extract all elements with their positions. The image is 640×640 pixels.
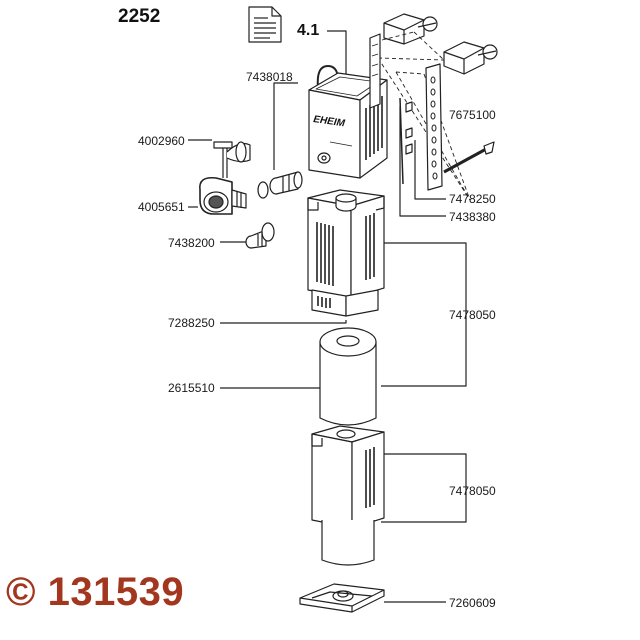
upper-filter-housing (307, 189, 385, 317)
part-label-7438200: 7438200 (168, 236, 215, 250)
part-label-7438018: 7438018 (246, 70, 293, 84)
nozzle-part (245, 222, 275, 249)
section-number: 4.1 (297, 22, 320, 39)
part-label-7478250: 7478250 (449, 192, 496, 206)
mounting-screw (443, 141, 495, 174)
document-icon (248, 6, 282, 43)
small-clips (399, 97, 413, 185)
model-number: 2252 (118, 6, 161, 27)
part-label-7478050-upper: 7478050 (449, 308, 496, 322)
mounting-rails (369, 33, 443, 191)
outlet-assembly (199, 141, 251, 215)
part-label-7675100: 7675100 (449, 108, 496, 122)
part-label-7438380: 7438380 (449, 210, 496, 224)
svg-text:EHEIM: EHEIM (313, 114, 347, 129)
suction-clamps (383, 13, 498, 75)
pump-motor-head: EHEIM (308, 65, 388, 179)
part-label-4002960: 4002960 (138, 134, 185, 148)
copyright-watermark: © 131539 (6, 570, 185, 614)
part-label-7260609: 7260609 (449, 596, 496, 610)
connection-piece (257, 171, 303, 199)
part-label-2615510: 2615510 (168, 381, 215, 395)
part-label-7478050-lower: 7478050 (449, 484, 496, 498)
filter-sponge (319, 327, 377, 426)
base-plate (299, 583, 385, 613)
part-label-7288250: 7288250 (168, 316, 215, 330)
lower-filter-housing (311, 425, 385, 566)
part-label-4005651: 4005651 (138, 200, 185, 214)
